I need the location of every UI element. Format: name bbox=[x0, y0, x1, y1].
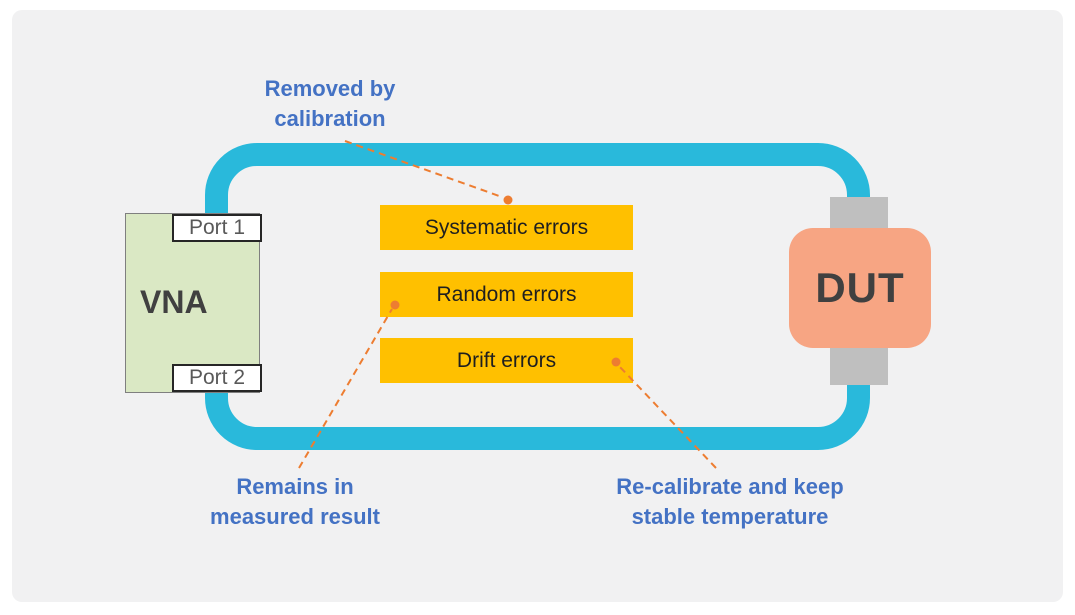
port-2-label: Port 2 bbox=[188, 366, 246, 389]
systematic-errors-bar: Systematic errors bbox=[380, 205, 633, 250]
drift-errors-bar: Drift errors bbox=[380, 338, 633, 383]
vna-box: VNA bbox=[125, 213, 260, 393]
dut-body: DUT bbox=[789, 228, 931, 348]
annotation-removed-by-calibration: Removed by calibration bbox=[264, 76, 396, 131]
port-1-label: Port 1 bbox=[188, 216, 246, 239]
random-errors-label: Random errors bbox=[436, 282, 577, 306]
random-errors-bar: Random errors bbox=[380, 272, 633, 317]
dut-label: DUT bbox=[815, 264, 905, 311]
annotation-recalibrate: Re-calibrate and keep stable temperature bbox=[616, 474, 844, 529]
systematic-errors-label: Systematic errors bbox=[424, 215, 589, 239]
vna-label: VNA bbox=[140, 284, 208, 320]
annotation-remains-in-result: Remains in measured result bbox=[210, 474, 380, 529]
port-1-tag: Port 1 bbox=[172, 214, 262, 242]
port-2-tag: Port 2 bbox=[172, 364, 262, 392]
drift-errors-label: Drift errors bbox=[456, 348, 557, 372]
